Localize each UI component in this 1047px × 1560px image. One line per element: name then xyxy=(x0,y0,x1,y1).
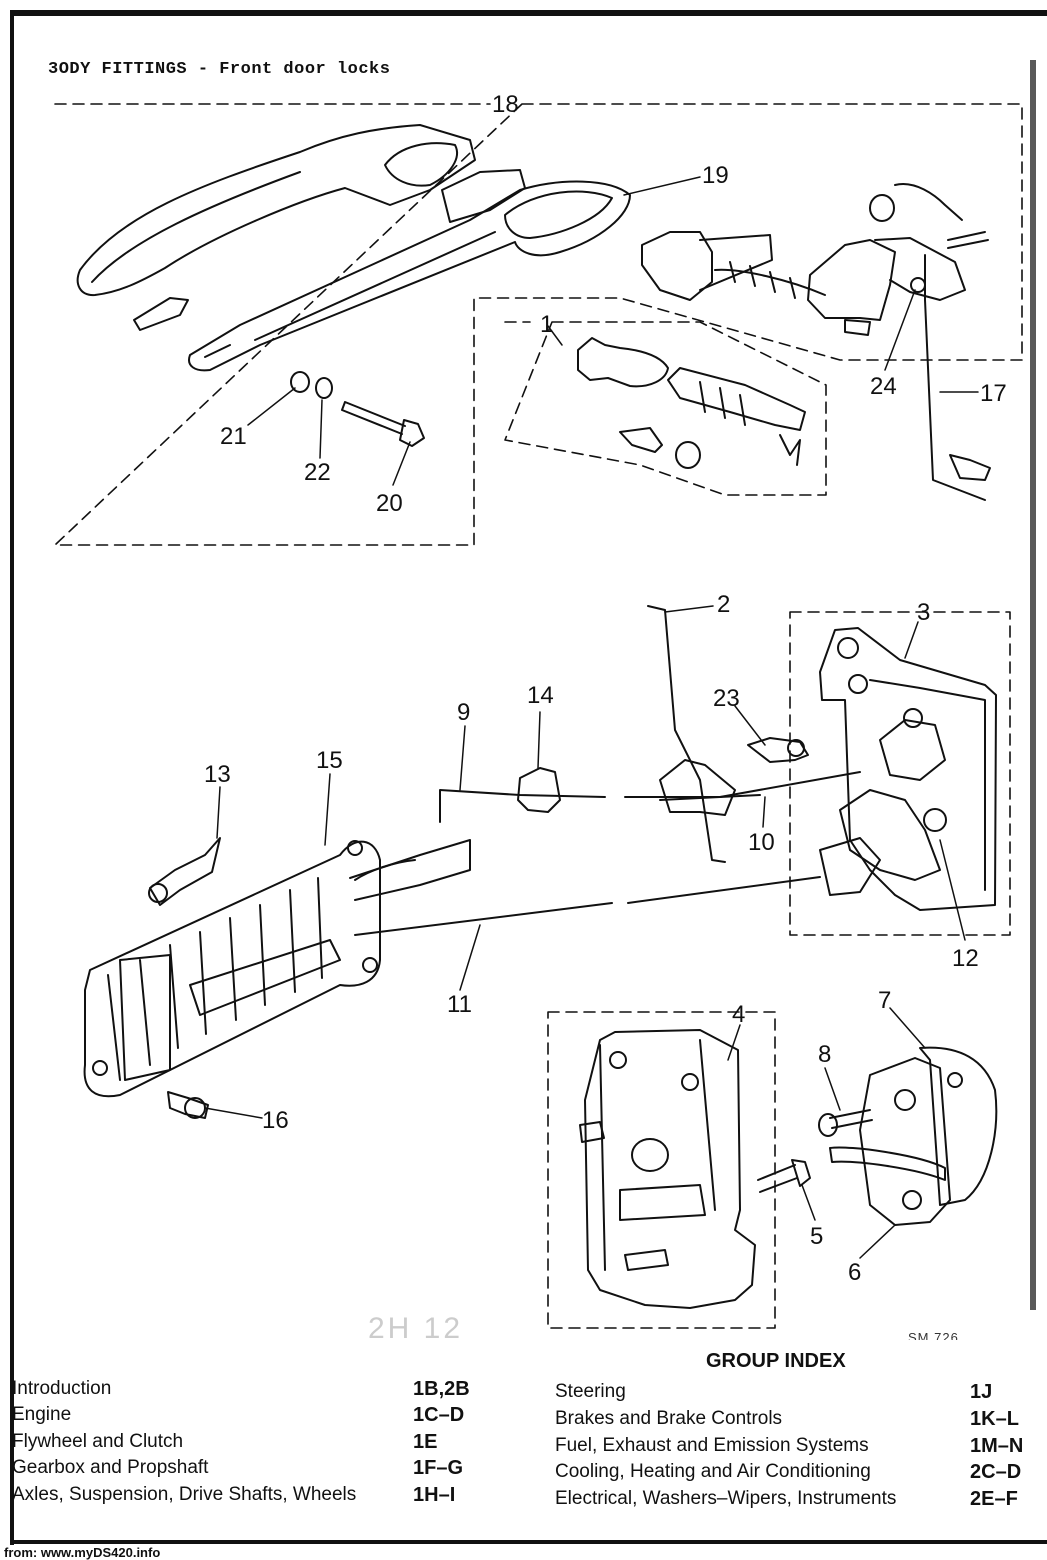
fixing-screw-and-washers xyxy=(290,371,425,447)
callout-3: 3 xyxy=(917,599,930,626)
callout-12: 12 xyxy=(952,945,979,972)
exploded-lock-diagram: 1 2 3 4 5 6 7 8 9 10 11 12 13 14 15 16 1… xyxy=(54,91,1023,1340)
lock-linkage-upper xyxy=(641,183,991,501)
callout-24: 24 xyxy=(870,373,897,400)
callout-5: 5 xyxy=(810,1223,823,1250)
lock-barrel-assembly xyxy=(577,337,806,469)
index-label[interactable]: Steering xyxy=(555,1381,626,1402)
group-outlines xyxy=(54,103,1023,1329)
push-button-assembly xyxy=(188,169,631,372)
page-border-right xyxy=(1030,60,1036,1310)
index-label[interactable]: Fuel, Exhaust and Emission Systems xyxy=(555,1435,869,1456)
callout-labels: 1 2 3 4 5 6 7 8 9 10 11 12 13 14 15 16 1… xyxy=(204,91,1007,1286)
index-code[interactable]: 2E–F xyxy=(970,1488,1018,1510)
group-index-title: GROUP INDEX xyxy=(706,1350,846,1372)
callout-13: 13 xyxy=(204,761,231,788)
index-code[interactable]: 1B,2B xyxy=(413,1378,470,1400)
index-label[interactable]: Electrical, Washers–Wipers, Instruments xyxy=(555,1488,897,1509)
callout-23: 23 xyxy=(713,685,740,712)
index-code[interactable]: 1H–I xyxy=(413,1484,456,1506)
index-label[interactable]: Flywheel and Clutch xyxy=(12,1431,184,1452)
control-rods xyxy=(354,605,861,936)
index-code[interactable]: 2C–D xyxy=(970,1461,1022,1483)
bellcrank xyxy=(659,759,761,816)
page-border-top xyxy=(10,10,1047,16)
callout-1: 1 xyxy=(540,311,553,338)
striker-plate xyxy=(818,1046,998,1226)
outline-group-3 xyxy=(789,611,1011,936)
callout-17: 17 xyxy=(980,380,1007,407)
outside-handle xyxy=(76,124,476,331)
callout-8: 8 xyxy=(818,1041,831,1068)
index-label[interactable]: Axles, Suspension, Drive Shafts, Wheels xyxy=(12,1484,357,1505)
callout-21: 21 xyxy=(220,423,247,450)
outline-group-1 xyxy=(504,321,827,496)
page-border-bottom xyxy=(10,1540,1047,1544)
index-label[interactable]: Brakes and Brake Controls xyxy=(555,1408,783,1429)
index-label[interactable]: Gearbox and Propshaft xyxy=(12,1457,209,1478)
callout-4: 4 xyxy=(732,1001,745,1028)
lock-unit-screw xyxy=(757,1159,811,1193)
callout-20: 20 xyxy=(376,490,403,517)
drawing-reference: SM.726 xyxy=(908,1330,959,1340)
page-title: 3ODY FITTINGS - Front door locks xyxy=(48,60,391,79)
door-lock-mechanism xyxy=(819,627,997,911)
anti-rattle-clip xyxy=(747,737,809,763)
index-code[interactable]: 1J xyxy=(970,1381,993,1403)
remote-control-handle xyxy=(83,837,471,1119)
rod-clip xyxy=(517,767,561,813)
source-credit: from: www.myDS420.info xyxy=(4,1545,161,1560)
callout-7: 7 xyxy=(878,987,891,1014)
handwritten-note: 2H 12 xyxy=(368,1312,463,1340)
leader-lines xyxy=(204,176,979,1259)
index-code[interactable]: 1E xyxy=(413,1431,438,1453)
callout-15: 15 xyxy=(316,747,343,774)
callout-22: 22 xyxy=(304,459,331,486)
callout-14: 14 xyxy=(527,682,554,709)
index-code[interactable]: 1M–N xyxy=(970,1435,1024,1457)
callout-9: 9 xyxy=(457,699,470,726)
callout-16: 16 xyxy=(262,1107,289,1134)
callout-11: 11 xyxy=(447,991,472,1018)
index-label[interactable]: Engine xyxy=(12,1404,72,1425)
callout-19: 19 xyxy=(702,162,729,189)
callout-6: 6 xyxy=(848,1259,861,1286)
outline-group-18 xyxy=(54,103,1023,546)
lock-unit xyxy=(579,1029,756,1309)
index-label[interactable]: Cooling, Heating and Air Conditioning xyxy=(555,1461,871,1482)
callout-10: 10 xyxy=(748,829,775,856)
index-code[interactable]: 1K–L xyxy=(970,1408,1019,1430)
index-code[interactable]: 1F–G xyxy=(413,1457,464,1479)
callout-18: 18 xyxy=(492,91,519,118)
callout-2: 2 xyxy=(717,591,730,618)
page-border-left xyxy=(10,10,14,1545)
outline-group-4 xyxy=(547,1011,776,1329)
index-label[interactable]: Introduction xyxy=(12,1378,112,1399)
index-code[interactable]: 1C–D xyxy=(413,1404,465,1426)
